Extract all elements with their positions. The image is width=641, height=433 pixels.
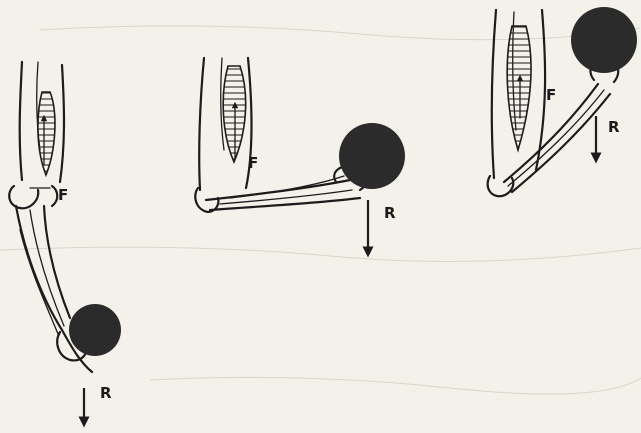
ball-weight (571, 7, 637, 73)
force-label: F (248, 154, 258, 172)
ball-weight (69, 304, 121, 356)
biceps-muscle (38, 92, 55, 175)
force-label: F (546, 86, 556, 104)
ball-weight (339, 123, 405, 189)
biceps-muscle (507, 26, 531, 150)
force-label: F (58, 186, 68, 204)
resistance-label: R (608, 118, 620, 136)
arm-hanging-extended: F R (9, 62, 121, 422)
arm-flexed: F R (488, 7, 637, 196)
resistance-label: R (384, 204, 396, 222)
arm-horizontal: F R (195, 58, 405, 252)
resistance-label: R (100, 384, 112, 402)
